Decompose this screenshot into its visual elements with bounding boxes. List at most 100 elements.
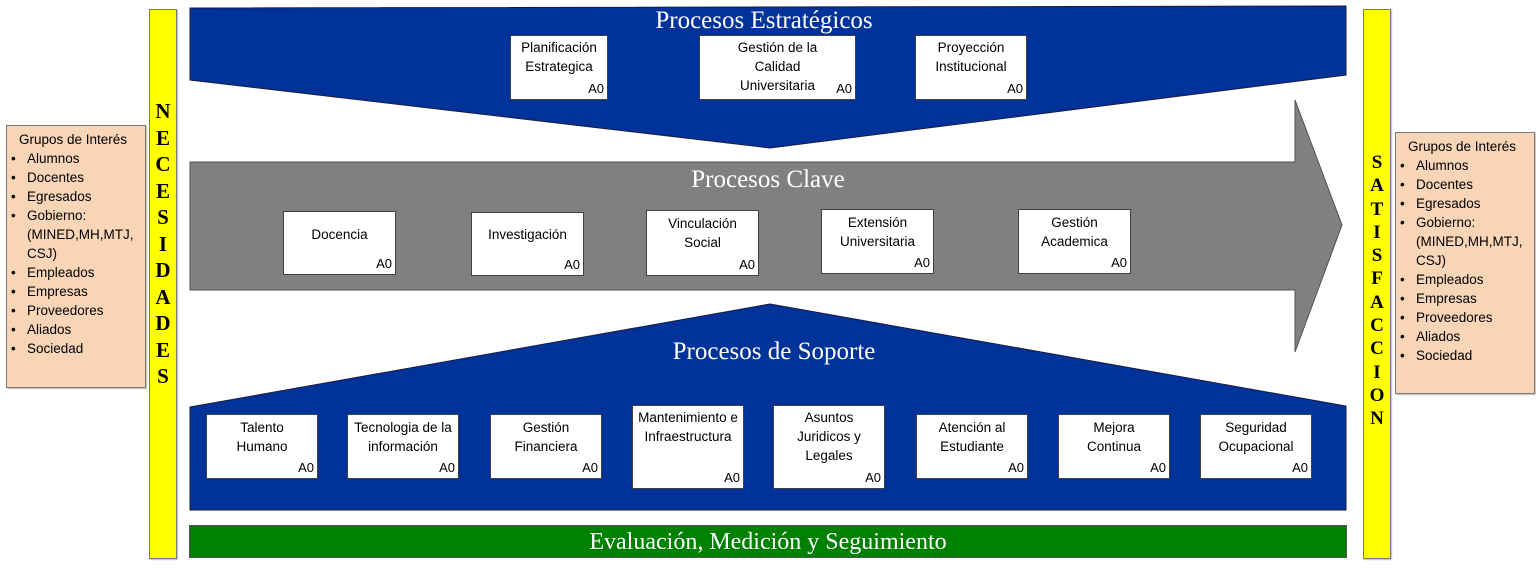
process-box-key[interactable]: Docencia A0 — [283, 211, 396, 275]
process-code: A0 — [1292, 460, 1308, 475]
process-label: Planificación Estrategica — [521, 40, 597, 74]
satisfaction-bar-letter: A — [1370, 175, 1384, 197]
process-code: A0 — [724, 470, 740, 485]
needs-bar-letter: D — [155, 311, 171, 335]
stakeholders-left-list: AlumnosDocentesEgresadosGobierno: (MINED… — [7, 149, 145, 358]
stakeholders-left: Grupos de Interés AlumnosDocentesEgresad… — [6, 125, 146, 388]
process-label: Mantenimiento e Infraestructura — [638, 410, 738, 444]
satisfaction-bar-letter: A — [1370, 291, 1384, 313]
process-code: A0 — [1150, 460, 1166, 475]
satisfaction-bar-letter: C — [1370, 338, 1384, 360]
stakeholder-item: Empleados — [11, 263, 145, 282]
process-code: A0 — [1007, 81, 1023, 96]
process-box-support[interactable]: Tecnologia de la información A0 — [347, 414, 459, 479]
key-processes-title: Procesos Clave — [691, 166, 845, 193]
satisfaction-bar-letter: C — [1370, 315, 1384, 337]
process-code: A0 — [376, 256, 392, 271]
needs-bar-letter: I — [158, 231, 168, 256]
key-processes-arrow — [189, 99, 1343, 353]
stakeholder-item: Sociedad — [1400, 346, 1534, 365]
needs-bar-letter: E — [155, 125, 170, 150]
process-code: A0 — [588, 81, 604, 96]
stakeholder-item: Proveedores — [11, 301, 145, 320]
stakeholder-item: Proveedores — [1400, 308, 1534, 327]
strategic-processes-title: Procesos Estratégicos — [655, 7, 873, 34]
process-label: Investigación — [488, 227, 567, 242]
stakeholder-item: Gobierno: (MINED,MH,MTJ, CSJ) — [11, 206, 145, 263]
process-box-strategic[interactable]: Gestión de la Calidad Universitaria A0 — [699, 35, 856, 100]
needs-bar-letter: E — [155, 337, 170, 362]
process-code: A0 — [582, 460, 598, 475]
process-code: A0 — [439, 460, 455, 475]
satisfaction-bar-letter: O — [1369, 384, 1385, 406]
needs-bar-letter: N — [155, 99, 171, 123]
evaluation-title: Evaluación, Medición y Seguimiento — [589, 529, 947, 555]
process-box-strategic[interactable]: Planificación Estrategica A0 — [510, 35, 608, 100]
process-label: Gestión de la Calidad Universitaria — [737, 40, 818, 93]
satisfaction-bar-letter: I — [1373, 221, 1381, 243]
process-box-key[interactable]: Vinculación Social A0 — [646, 210, 759, 276]
process-box-key[interactable]: Extensión Universitaria A0 — [821, 209, 934, 274]
process-label: Tecnologia de la información — [354, 420, 452, 454]
stakeholders-right: Grupos de Interés AlumnosDocentesEgresad… — [1395, 132, 1535, 394]
process-box-support[interactable]: Mantenimiento e Infraestructura A0 — [632, 405, 744, 489]
satisfaction-bar-letter: T — [1370, 198, 1384, 220]
process-code: A0 — [1008, 460, 1024, 475]
process-box-support[interactable]: Atención al Estudiante A0 — [916, 414, 1028, 479]
satisfaction-bar-letter: F — [1371, 268, 1383, 290]
process-code: A0 — [298, 460, 314, 475]
process-code: A0 — [1111, 255, 1127, 270]
satisfaction-bar-letter: I — [1373, 361, 1381, 383]
process-code: A0 — [739, 257, 755, 272]
process-code: A0 — [865, 470, 881, 485]
process-code: A0 — [836, 81, 852, 96]
process-label: Atención al Estudiante — [938, 420, 1006, 454]
needs-bar-letter: S — [157, 205, 169, 229]
needs-bar-letter: A — [155, 284, 171, 309]
process-label: Vinculación Social — [668, 216, 737, 250]
needs-bar-letter: D — [155, 258, 171, 282]
process-box-support[interactable]: Asuntos Juridicos y Legales A0 — [773, 405, 885, 489]
stakeholder-item: Empresas — [1400, 289, 1534, 308]
process-box-support[interactable]: Talento Humano A0 — [206, 414, 318, 479]
stakeholders-left-heading: Grupos de Interés — [19, 132, 128, 147]
process-box-support[interactable]: Seguridad Ocupacional A0 — [1200, 414, 1312, 479]
process-label: Gestión Academica — [1041, 215, 1108, 249]
process-label: Mejora Continua — [1086, 420, 1142, 454]
stakeholder-item: Gobierno: (MINED,MH,MTJ, CSJ) — [1400, 213, 1534, 270]
stakeholder-item: Docentes — [11, 168, 145, 187]
process-label: Seguridad Ocupacional — [1218, 420, 1294, 454]
stakeholders-right-list: AlumnosDocentesEgresadosGobierno: (MINED… — [1396, 156, 1534, 365]
process-box-key[interactable]: Gestión Academica A0 — [1018, 209, 1131, 274]
stakeholder-item: Aliados — [1400, 327, 1534, 346]
stakeholder-item: Empresas — [11, 282, 145, 301]
satisfaction-bar-letter: S — [1371, 245, 1383, 267]
satisfaction-bar-letter: N — [1370, 408, 1384, 430]
process-label: Talento Humano — [236, 420, 288, 454]
process-box-support[interactable]: Mejora Continua A0 — [1058, 414, 1170, 479]
process-label: Proyección Institucional — [935, 40, 1007, 74]
process-code: A0 — [914, 255, 930, 270]
process-box-key[interactable]: Investigación A0 — [471, 212, 584, 276]
process-label: Asuntos Juridicos y Legales — [797, 410, 861, 463]
stakeholder-item: Docentes — [1400, 175, 1534, 194]
process-code: A0 — [564, 257, 580, 272]
needs-bar-letter: E — [155, 178, 170, 203]
stakeholder-item: Alumnos — [11, 149, 145, 168]
needs-bar-letter: C — [155, 152, 171, 176]
evaluation-bar: Evaluación, Medición y Seguimiento — [189, 525, 1347, 558]
process-label: Docencia — [311, 227, 368, 242]
process-label: Extensión Universitaria — [839, 215, 916, 249]
satisfaction-bar-letter: S — [1371, 152, 1383, 173]
needs-bar-letter: S — [157, 364, 169, 388]
process-box-support[interactable]: Gestión Financiera A0 — [490, 414, 602, 479]
stakeholder-item: Aliados — [11, 320, 145, 339]
process-label: Gestión Financiera — [514, 420, 578, 454]
process-box-strategic[interactable]: Proyección Institucional A0 — [915, 35, 1027, 100]
support-processes-shape — [189, 303, 1347, 511]
stakeholder-item: Egresados — [1400, 194, 1534, 213]
